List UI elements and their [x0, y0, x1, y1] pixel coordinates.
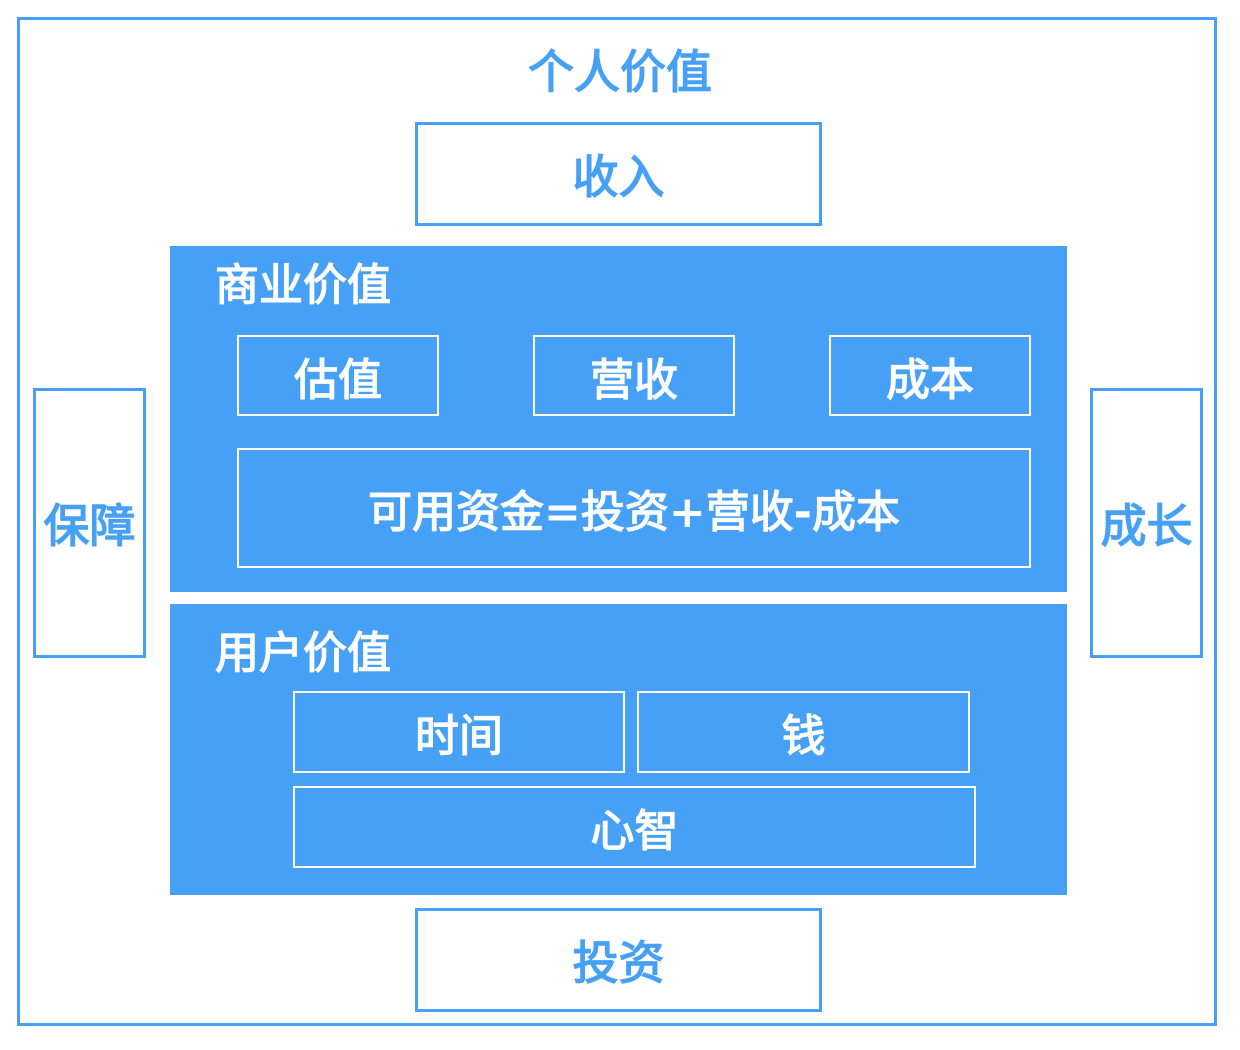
valuation-box: 估值 — [237, 335, 439, 416]
revenue-box: 营收 — [533, 335, 735, 416]
income-box: 收入 — [415, 122, 822, 226]
business-value-panel: 商业价值 估值 营收 成本 可用资金=投资+营收-成本 — [170, 246, 1067, 592]
guarantee-box: 保障 — [33, 388, 146, 658]
mindshare-box: 心智 — [293, 786, 976, 868]
cost-box: 成本 — [829, 335, 1031, 416]
diagram-title: 个人价值 — [528, 45, 712, 99]
growth-box: 成长 — [1090, 388, 1203, 658]
business-value-title: 商业价值 — [215, 260, 391, 311]
money-box: 钱 — [637, 691, 970, 773]
growth-label: 成长 — [1100, 499, 1193, 553]
available-funds-formula: 可用资金=投资+营收-成本 — [237, 448, 1031, 568]
user-value-panel: 用户价值 时间 钱 心智 — [170, 604, 1067, 895]
time-box: 时间 — [293, 691, 625, 773]
guarantee-label: 保障 — [43, 499, 136, 553]
personal-value-frame — [17, 17, 1217, 1026]
investment-box: 投资 — [415, 908, 822, 1012]
user-value-title: 用户价值 — [215, 628, 391, 679]
